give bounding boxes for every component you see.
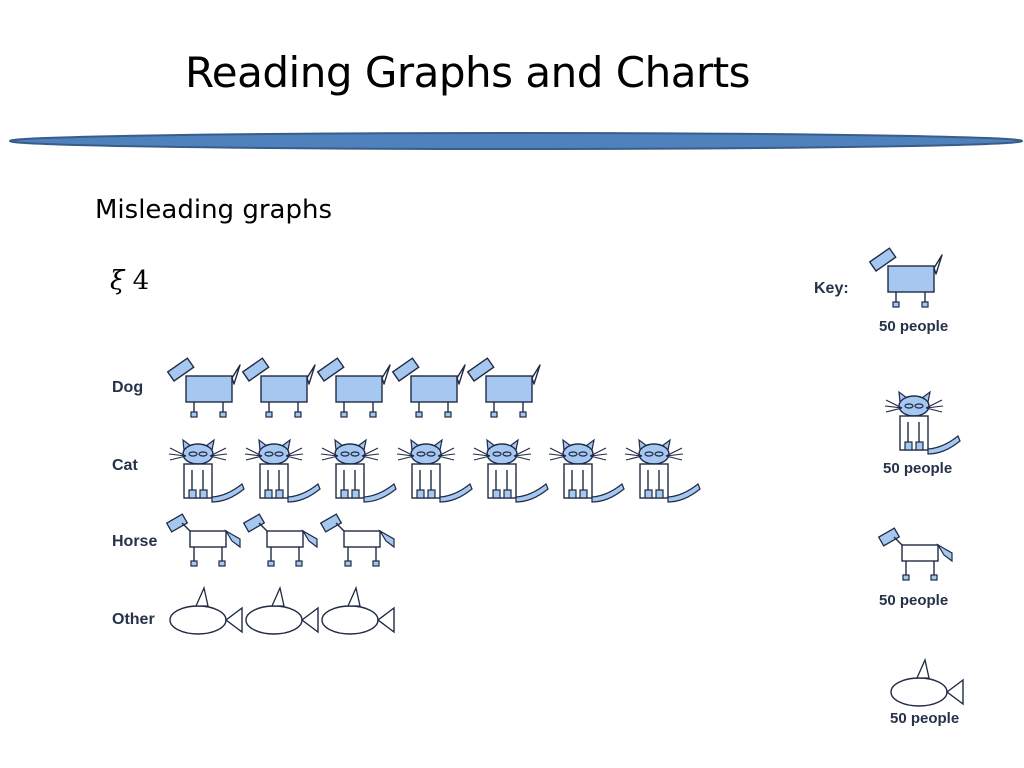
row-label-other: Other	[112, 611, 155, 628]
key-label-1: 50 people	[879, 318, 948, 335]
key-title: Key:	[814, 280, 849, 297]
dog-icon-dog-5	[466, 357, 541, 418]
key-label-4: 50 people	[890, 710, 959, 727]
row-label-horse: Horse	[112, 533, 157, 550]
bullet-symbol: ξ	[110, 266, 125, 296]
horse-icon-horse-2	[242, 513, 318, 567]
key-label-2: 50 people	[883, 460, 952, 477]
cat-icon-cat-2	[244, 438, 321, 503]
cat-icon-cat-3	[320, 438, 397, 503]
title-divider	[9, 132, 1023, 150]
dog-icon-dog-2	[241, 357, 316, 418]
cat-icon-cat-1	[168, 438, 245, 503]
dog-icon-dog-1	[166, 357, 241, 418]
horse-icon-horse-3	[319, 513, 395, 567]
bullet-line: ξ 4	[110, 266, 149, 296]
key-label-3: 50 people	[879, 592, 948, 609]
horse-icon-horse-1	[165, 513, 241, 567]
key-dog-icon	[868, 247, 943, 308]
fish-icon-other-1	[169, 585, 243, 635]
fish-icon-other-3	[321, 585, 395, 635]
row-label-dog: Dog	[112, 379, 143, 396]
cat-icon-cat-6	[548, 438, 625, 503]
cat-icon-cat-5	[472, 438, 549, 503]
fish-icon-other-2	[245, 585, 319, 635]
bullet-text: 4	[132, 266, 150, 296]
key-fish-icon	[890, 657, 964, 707]
cat-icon-cat-4	[396, 438, 473, 503]
key-horse-icon	[877, 527, 953, 581]
dog-icon-dog-3	[316, 357, 391, 418]
cat-icon-cat-7	[624, 438, 701, 503]
row-label-cat: Cat	[112, 457, 138, 474]
slide-subtitle: Misleading graphs	[95, 195, 332, 225]
key-cat-icon	[884, 390, 961, 455]
dog-icon-dog-4	[391, 357, 466, 418]
slide-title: Reading Graphs and Charts	[185, 48, 751, 97]
